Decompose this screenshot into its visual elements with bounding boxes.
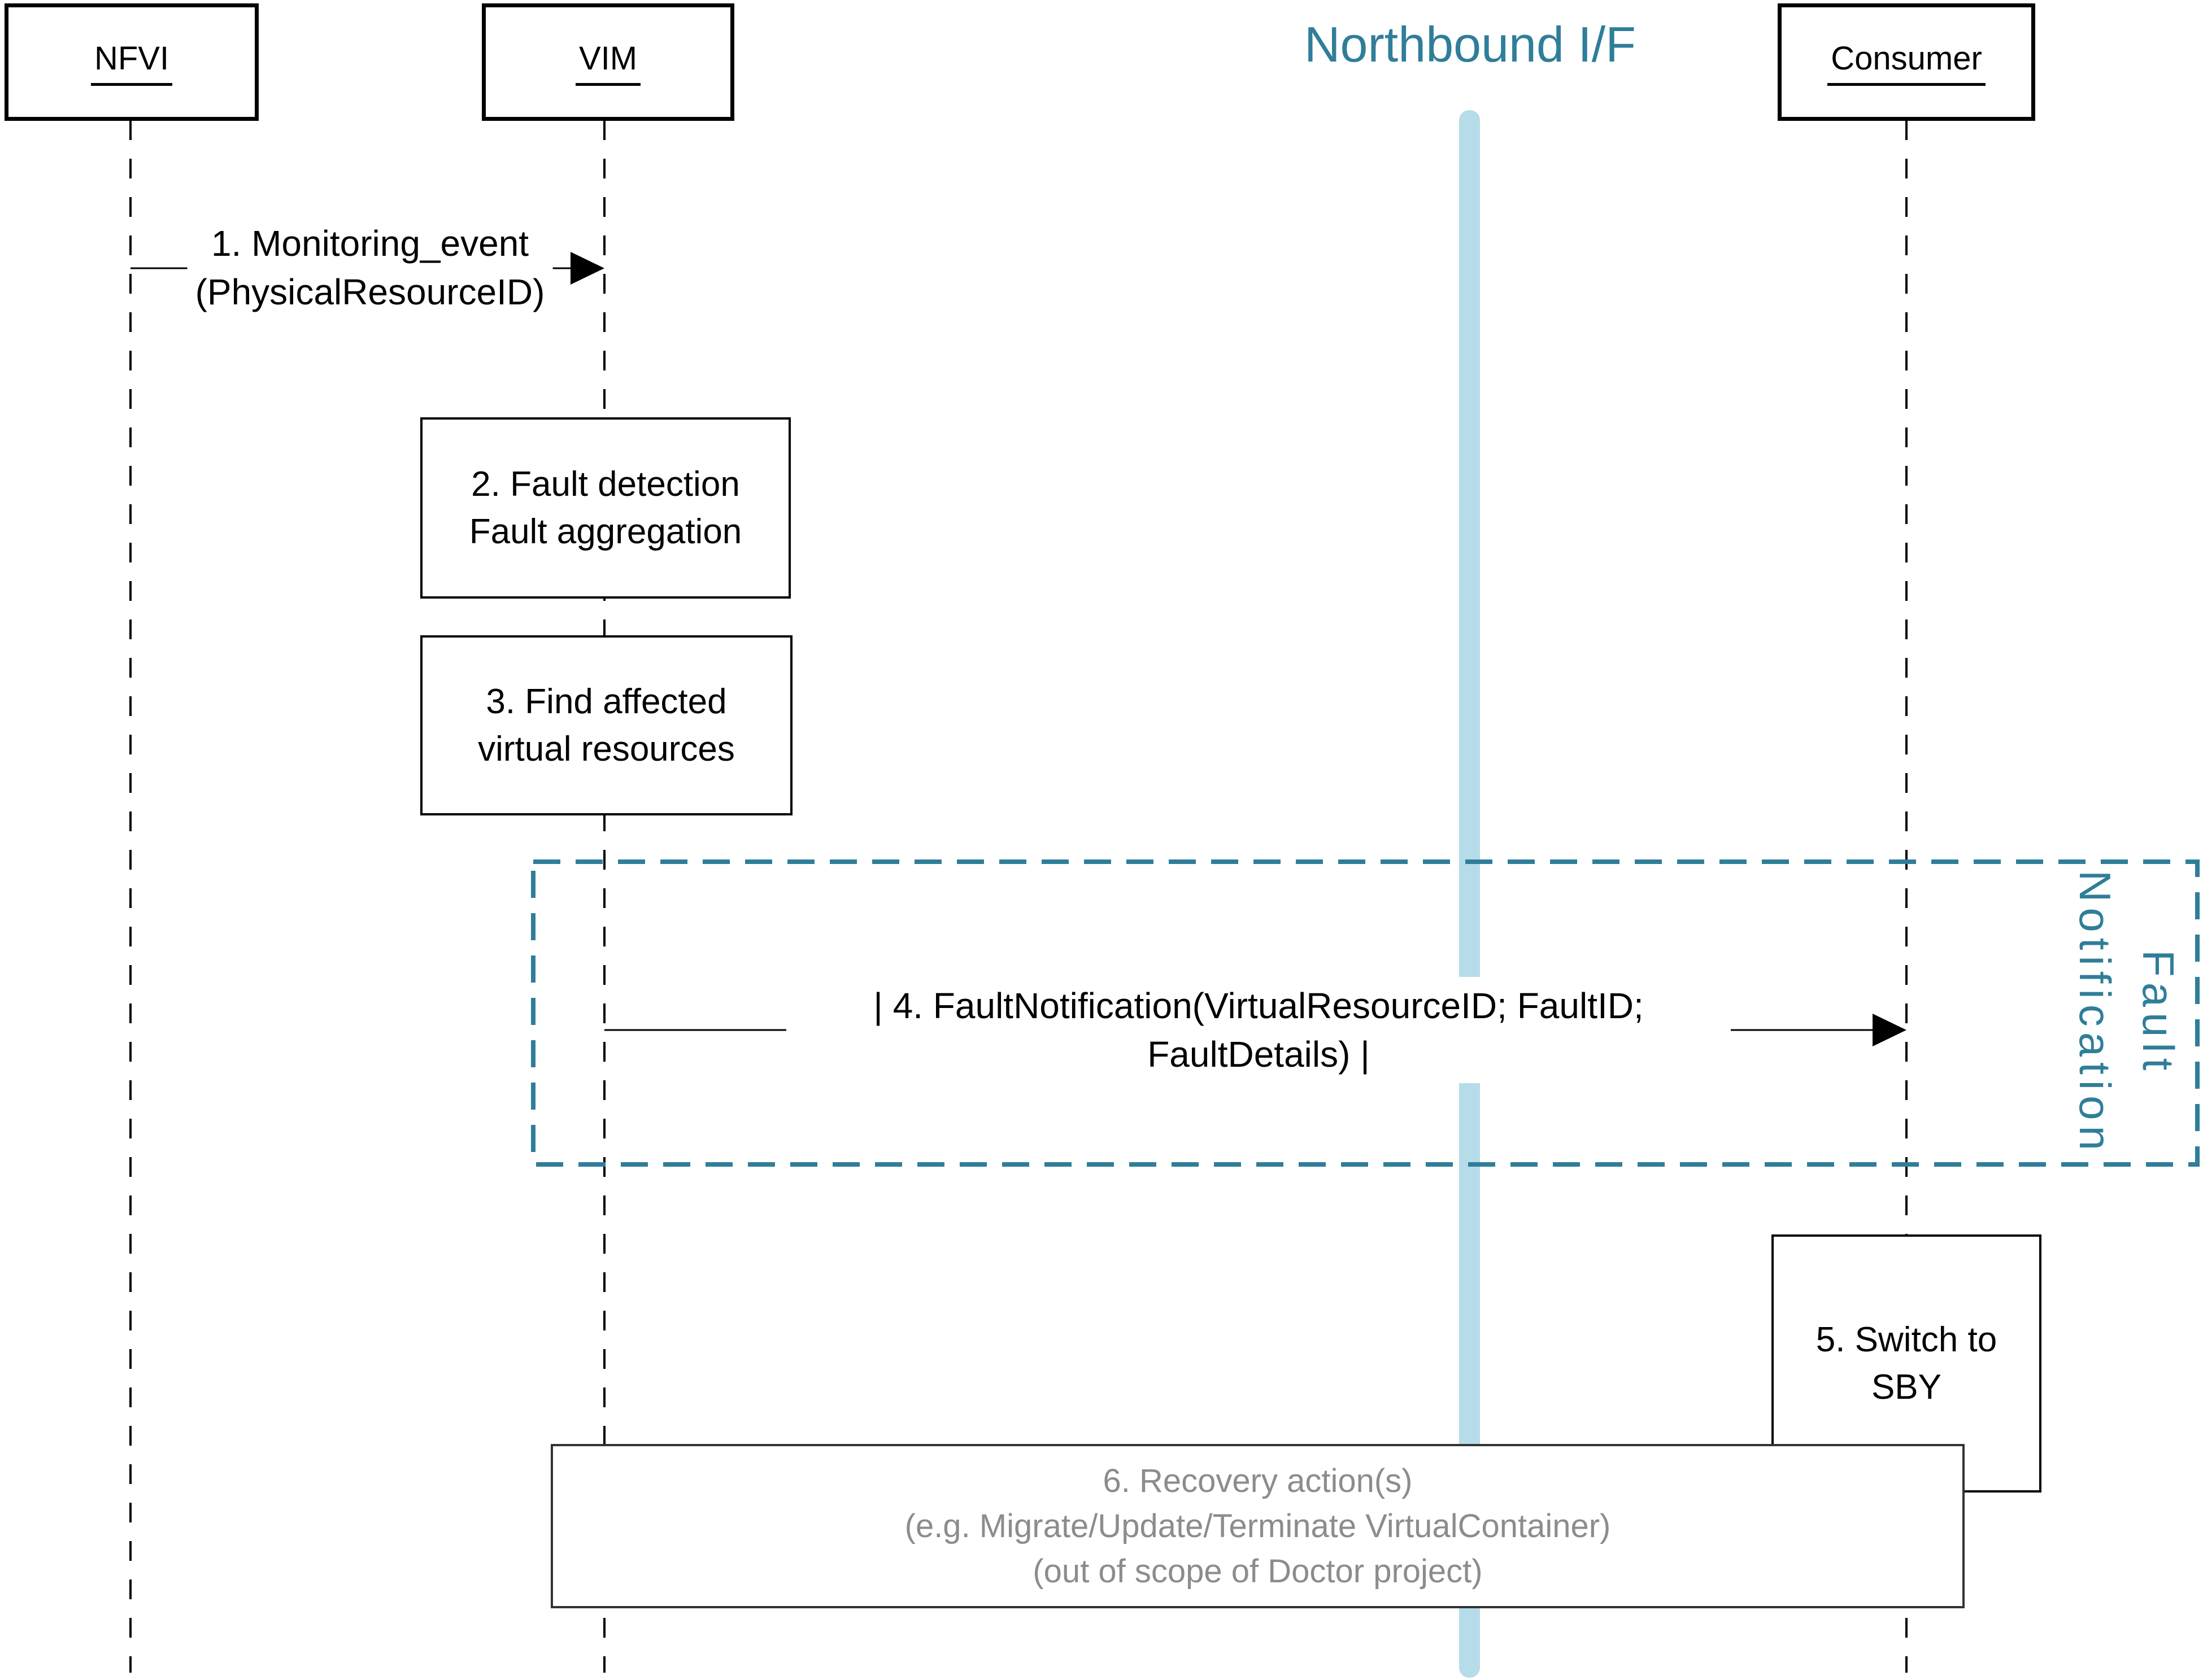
northbound-band xyxy=(1459,110,1480,1678)
monitoring-event-label: 1. Monitoring_event (PhysicalResourceID) xyxy=(187,219,553,316)
fault-notification-arrowhead xyxy=(1873,1014,1906,1046)
actor-box-consumer: Consumer xyxy=(1778,3,2035,121)
step-fault-detection-box: 2. Fault detection Fault aggregation xyxy=(420,417,791,599)
actor-label-nfvi: NFVI xyxy=(90,38,173,86)
northbound-interface-title: Northbound I/F xyxy=(1304,16,1636,72)
step-find-affected-box: 3. Find affected virtual resources xyxy=(420,635,793,815)
monitoring-event-arrowhead xyxy=(571,252,604,285)
actor-label-vim: VIM xyxy=(575,38,641,86)
fault-notification-group-label-container: Fault Notification xyxy=(2057,862,2196,1164)
actor-box-nfvi: NFVI xyxy=(5,3,259,121)
step-recovery-action-box: 6. Recovery action(s) (e.g. Migrate/Upda… xyxy=(551,1444,1965,1608)
fault-notification-group-label: Fault Notification xyxy=(2070,870,2183,1156)
actor-label-consumer: Consumer xyxy=(1827,38,1986,86)
fault-notification-label: | 4. FaultNotification(VirtualResourceID… xyxy=(786,977,1731,1083)
fault-notification-group-box xyxy=(531,859,2200,1167)
actor-box-vim: VIM xyxy=(482,3,734,121)
